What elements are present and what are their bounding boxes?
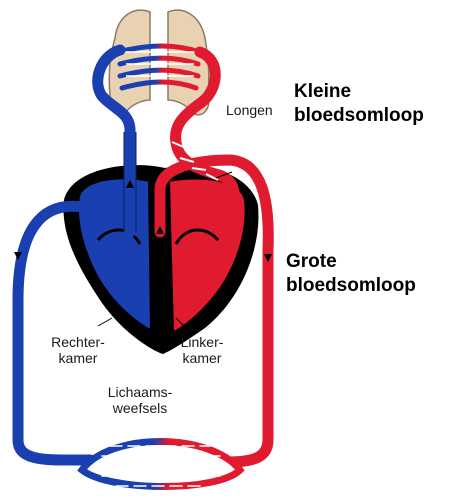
lung-capillary-gaps [124,51,196,77]
label-lichaams-line2: weefsels [112,400,168,416]
label-grote-bloedsomloop: Grote bloedsomloop [286,250,416,298]
label-linker-kamer: Linker- kamer [166,334,238,366]
label-linker-line1: Linker- [180,334,224,350]
arrow-up-left-icon [14,252,22,260]
label-grote-line2: bloedsomloop [286,275,416,296]
label-kleine-line2: bloedsomloop [294,105,424,126]
arrow-up-aorta-icon [156,226,164,234]
arrow-down-right-icon [264,254,272,262]
arrow-up-vena-icon [126,180,134,188]
label-kleine-line1: Kleine [294,81,352,102]
vessel-outlines-blue [123,132,137,232]
label-rechter-kamer: Rechter- kamer [38,334,118,366]
label-rechter-line1: Rechter- [51,334,105,350]
label-lichaams-line1: Lichaams- [107,384,173,400]
flow-arrows [14,180,272,262]
vessel-stripes [171,141,219,181]
lung-capillaries [115,43,203,91]
body-capillaries [77,438,245,490]
label-rechter-line2: kamer [58,350,98,366]
label-kleine-bloedsomloop: Kleine bloedsomloop [294,80,424,128]
vessels-oxygen-rich [154,46,274,468]
label-grote-line1: Grote [286,251,337,272]
label-linker-line2: kamer [182,350,222,366]
vessels-oxygen-poor [12,44,136,466]
leader-lines [97,171,233,327]
label-longen: Longen [226,102,273,118]
label-lichaamsweefsels: Lichaams- weefsels [92,384,188,416]
